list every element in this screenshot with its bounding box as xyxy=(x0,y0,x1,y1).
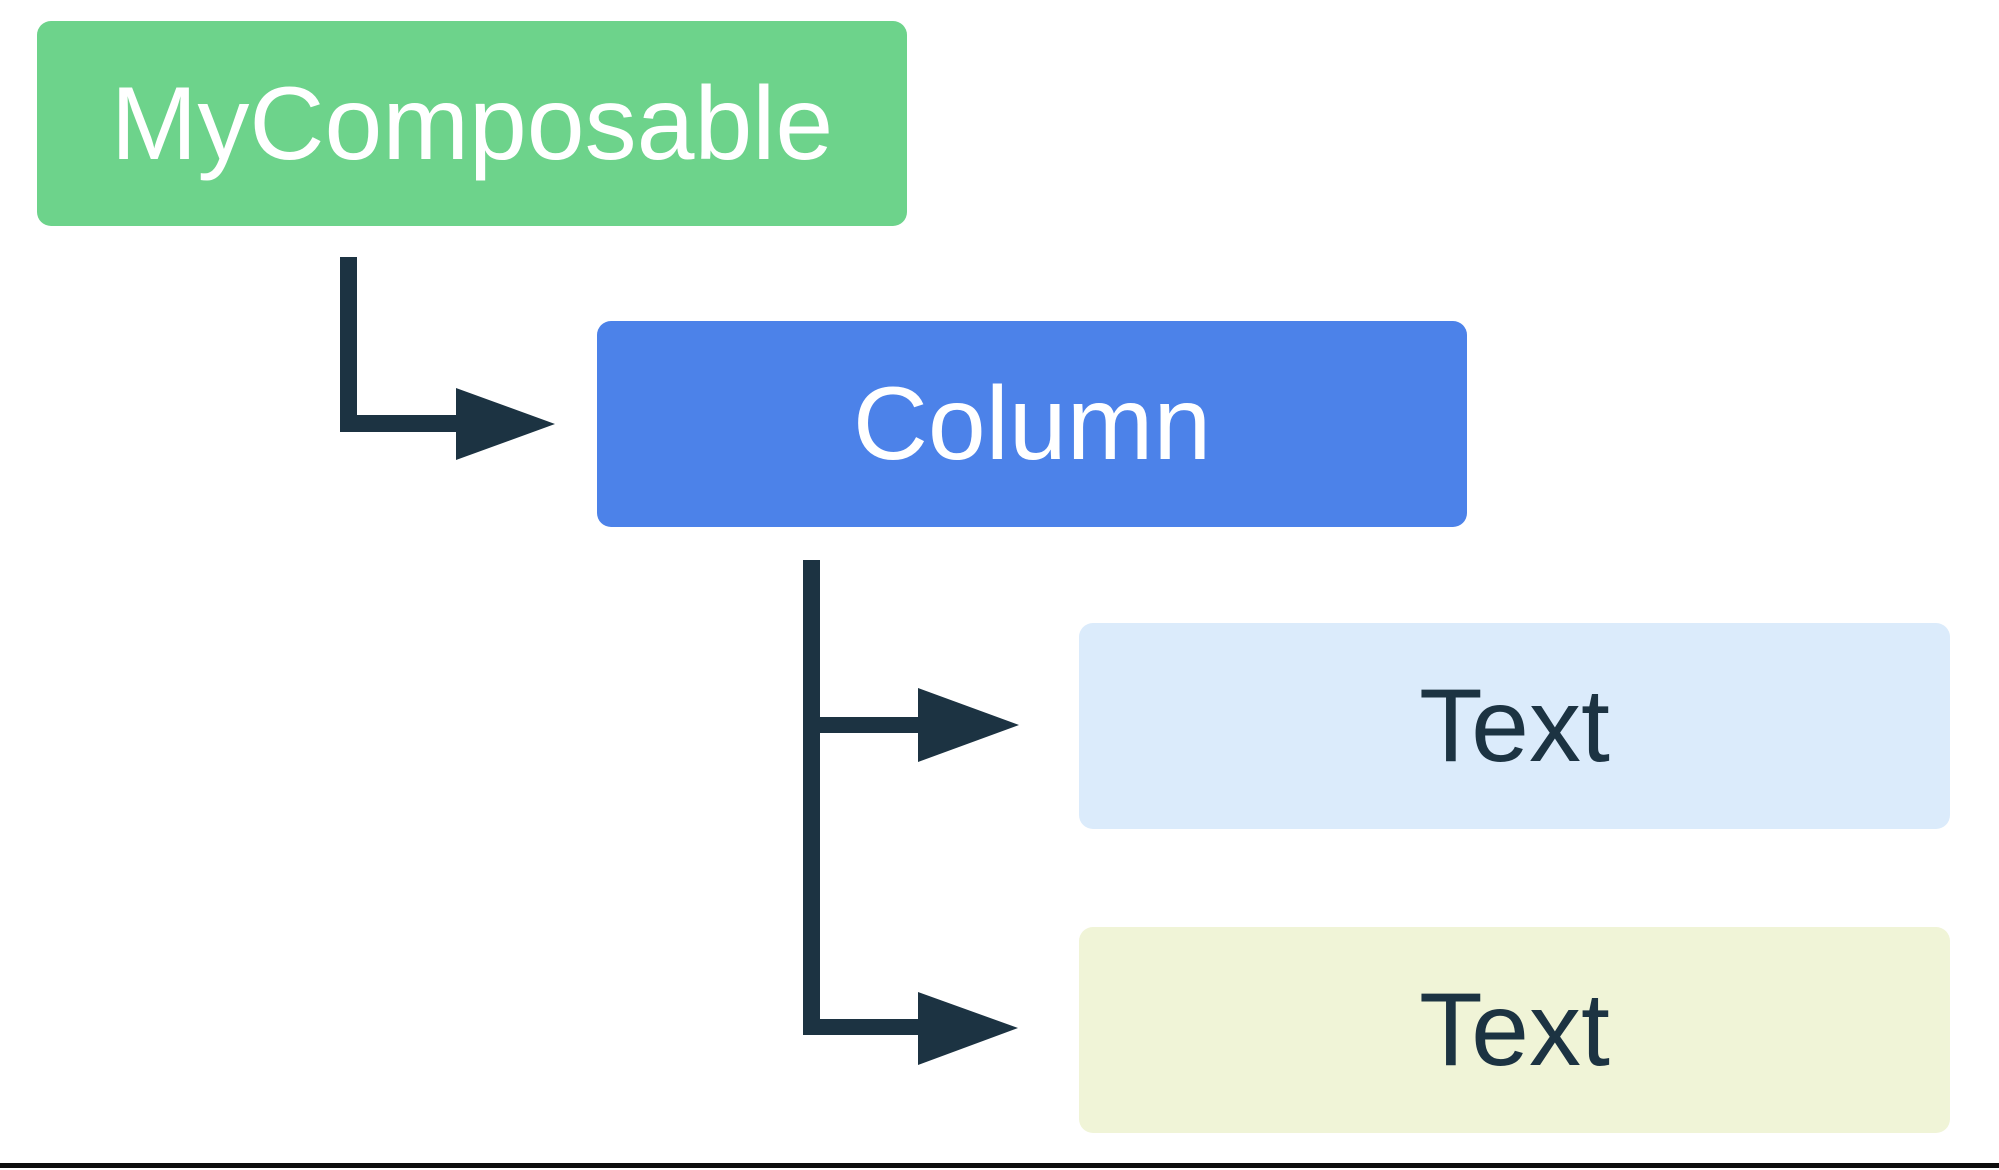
edge-mycomposable-to-column xyxy=(340,257,555,460)
edge2-branch1-arrowhead-icon xyxy=(918,688,1019,762)
node-my-composable: MyComposable xyxy=(37,21,907,226)
edge2-vertical-line xyxy=(803,560,820,1035)
node-my-composable-label: MyComposable xyxy=(110,65,834,182)
node-text-second-label: Text xyxy=(1419,972,1610,1088)
node-text-first-label: Text xyxy=(1419,668,1610,784)
edge-column-to-texts xyxy=(803,560,1019,1065)
edge2-branch1-horizontal-line xyxy=(820,717,918,733)
edge1-arrowhead-icon xyxy=(456,388,555,460)
figure-bottom-rule xyxy=(0,1163,1999,1168)
edge2-branch2-arrowhead-icon xyxy=(918,992,1018,1065)
edge2-branch2-horizontal-line xyxy=(820,1019,918,1035)
node-text-second: Text xyxy=(1079,927,1950,1133)
edge1-vertical-line xyxy=(340,257,357,432)
node-column-label: Column xyxy=(852,366,1212,482)
node-text-first: Text xyxy=(1079,623,1950,829)
node-column: Column xyxy=(597,321,1467,527)
edge1-horizontal-line xyxy=(340,415,456,432)
